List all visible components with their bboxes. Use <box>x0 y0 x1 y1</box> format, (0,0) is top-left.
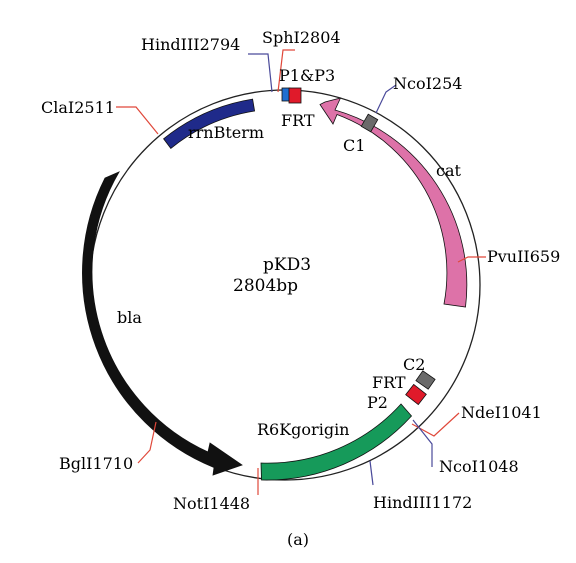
c1-label: C1 <box>343 136 365 155</box>
rrnB-label: rrnBterm <box>188 123 264 142</box>
p1p3-label: P1&P3 <box>279 66 335 85</box>
hind2794-label: HindIII2794 <box>141 35 240 54</box>
bla-label: bla <box>117 308 142 327</box>
sph2804-label: SphI2804 <box>262 28 341 47</box>
nco1048-leader <box>412 419 433 467</box>
site-leader-lines <box>116 49 486 495</box>
p2-label: P2 <box>367 393 388 412</box>
nco254-leader <box>375 84 397 114</box>
sph2804-leader <box>277 49 295 93</box>
frt-top-label: FRT <box>281 111 315 130</box>
nde1041-label: NdeI1041 <box>461 403 542 422</box>
pvu659-leader <box>457 256 486 263</box>
not1448-label: NotI1448 <box>173 494 250 513</box>
frt-bottom-label: FRT <box>372 373 406 392</box>
cla2511-leader <box>116 106 159 135</box>
pvu659-label: PvuII659 <box>487 247 560 266</box>
frt-top-box <box>288 87 302 104</box>
bla-gene-arrow <box>82 171 243 476</box>
bgl1710-label: BglI1710 <box>59 454 133 473</box>
nco254-label: NcoI254 <box>393 74 462 93</box>
nco1048-label: NcoI1048 <box>439 457 519 476</box>
plasmid-size: 2804bp <box>233 276 298 296</box>
plasmid-name: pKD3 <box>263 255 311 275</box>
nde1041-leader <box>411 412 460 437</box>
cat-label: cat <box>436 161 462 180</box>
cat-gene-arrow <box>319 97 468 308</box>
hind1172-leader <box>369 460 374 486</box>
c1-box <box>360 113 379 133</box>
cla2511-label: ClaI2511 <box>41 98 115 117</box>
c2-label: C2 <box>403 355 425 374</box>
r6k-origin-arc <box>260 403 413 481</box>
panel-label: (a) <box>287 530 309 549</box>
hind1172-label: HindIII1172 <box>373 493 472 512</box>
rrnB-terminator-arc <box>163 98 256 149</box>
hind2794-leader <box>248 53 273 93</box>
frt-bottom-box <box>405 383 427 406</box>
bgl1710-leader <box>137 421 157 464</box>
c2-box <box>415 370 436 390</box>
origin-label: R6Kgorigin <box>257 420 349 439</box>
